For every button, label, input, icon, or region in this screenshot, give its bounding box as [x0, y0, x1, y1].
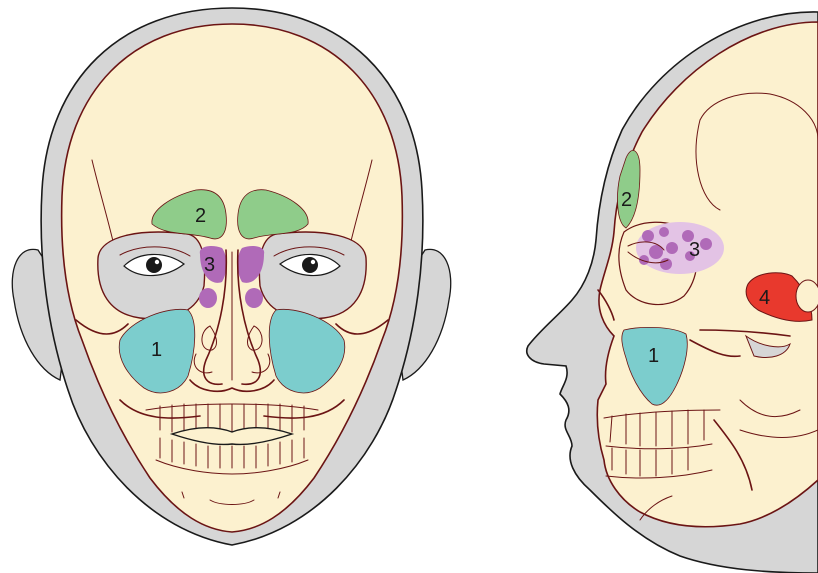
sphenoid-sinus-label: 4: [759, 287, 770, 309]
lateral-view: 2 3 1 4: [527, 12, 818, 573]
ethmoid-cell: [199, 288, 217, 308]
frontal-sinus-label: 2: [621, 189, 632, 211]
frontal-sinus-label: 2: [195, 205, 206, 227]
ethmoid-region-lateral: [636, 222, 724, 274]
ethmoid-sinus-label: 3: [689, 239, 700, 261]
ethmoid-sinus-label: 3: [204, 254, 215, 276]
maxillary-sinus-label: 1: [151, 339, 162, 361]
maxillary-sinus-label: 1: [648, 345, 659, 367]
ethmoid-cell: [245, 288, 263, 308]
frontal-view: 2 3 1: [12, 8, 450, 545]
